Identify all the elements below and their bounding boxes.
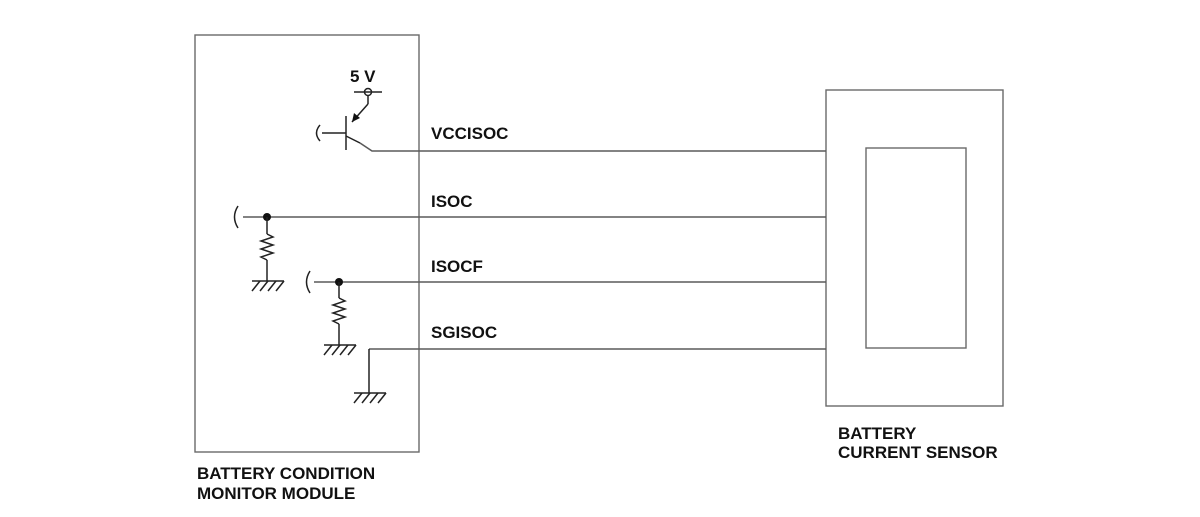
supply-voltage-label: 5 V [350, 67, 376, 86]
wire-vccisoc [359, 142, 826, 152]
isocf-pulldown-resistor [305, 270, 348, 345]
signal-label-sgisoc: SGISOC [431, 323, 497, 342]
module-label-line1: BATTERY CONDITION [197, 464, 375, 483]
signal-label-vccisoc: VCCISOC [431, 124, 508, 143]
battery-current-sensor-inner-element [865, 147, 967, 349]
signal-label-isoc: ISOC [431, 192, 473, 211]
isoc-pulldown-resistor [233, 205, 276, 281]
ground-symbol-sgisoc [353, 392, 387, 404]
ground-symbol-isoc [251, 280, 285, 292]
sensor-label-line2: CURRENT SENSOR [838, 443, 998, 462]
module-label-line2: MONITOR MODULE [197, 484, 355, 503]
transistor-symbol [315, 87, 382, 150]
battery-condition-monitor-module-box [194, 34, 420, 453]
sensor-label-line1: BATTERY [838, 424, 917, 443]
ground-symbol-isocf [323, 344, 357, 356]
signal-label-isocf: ISOCF [431, 257, 483, 276]
